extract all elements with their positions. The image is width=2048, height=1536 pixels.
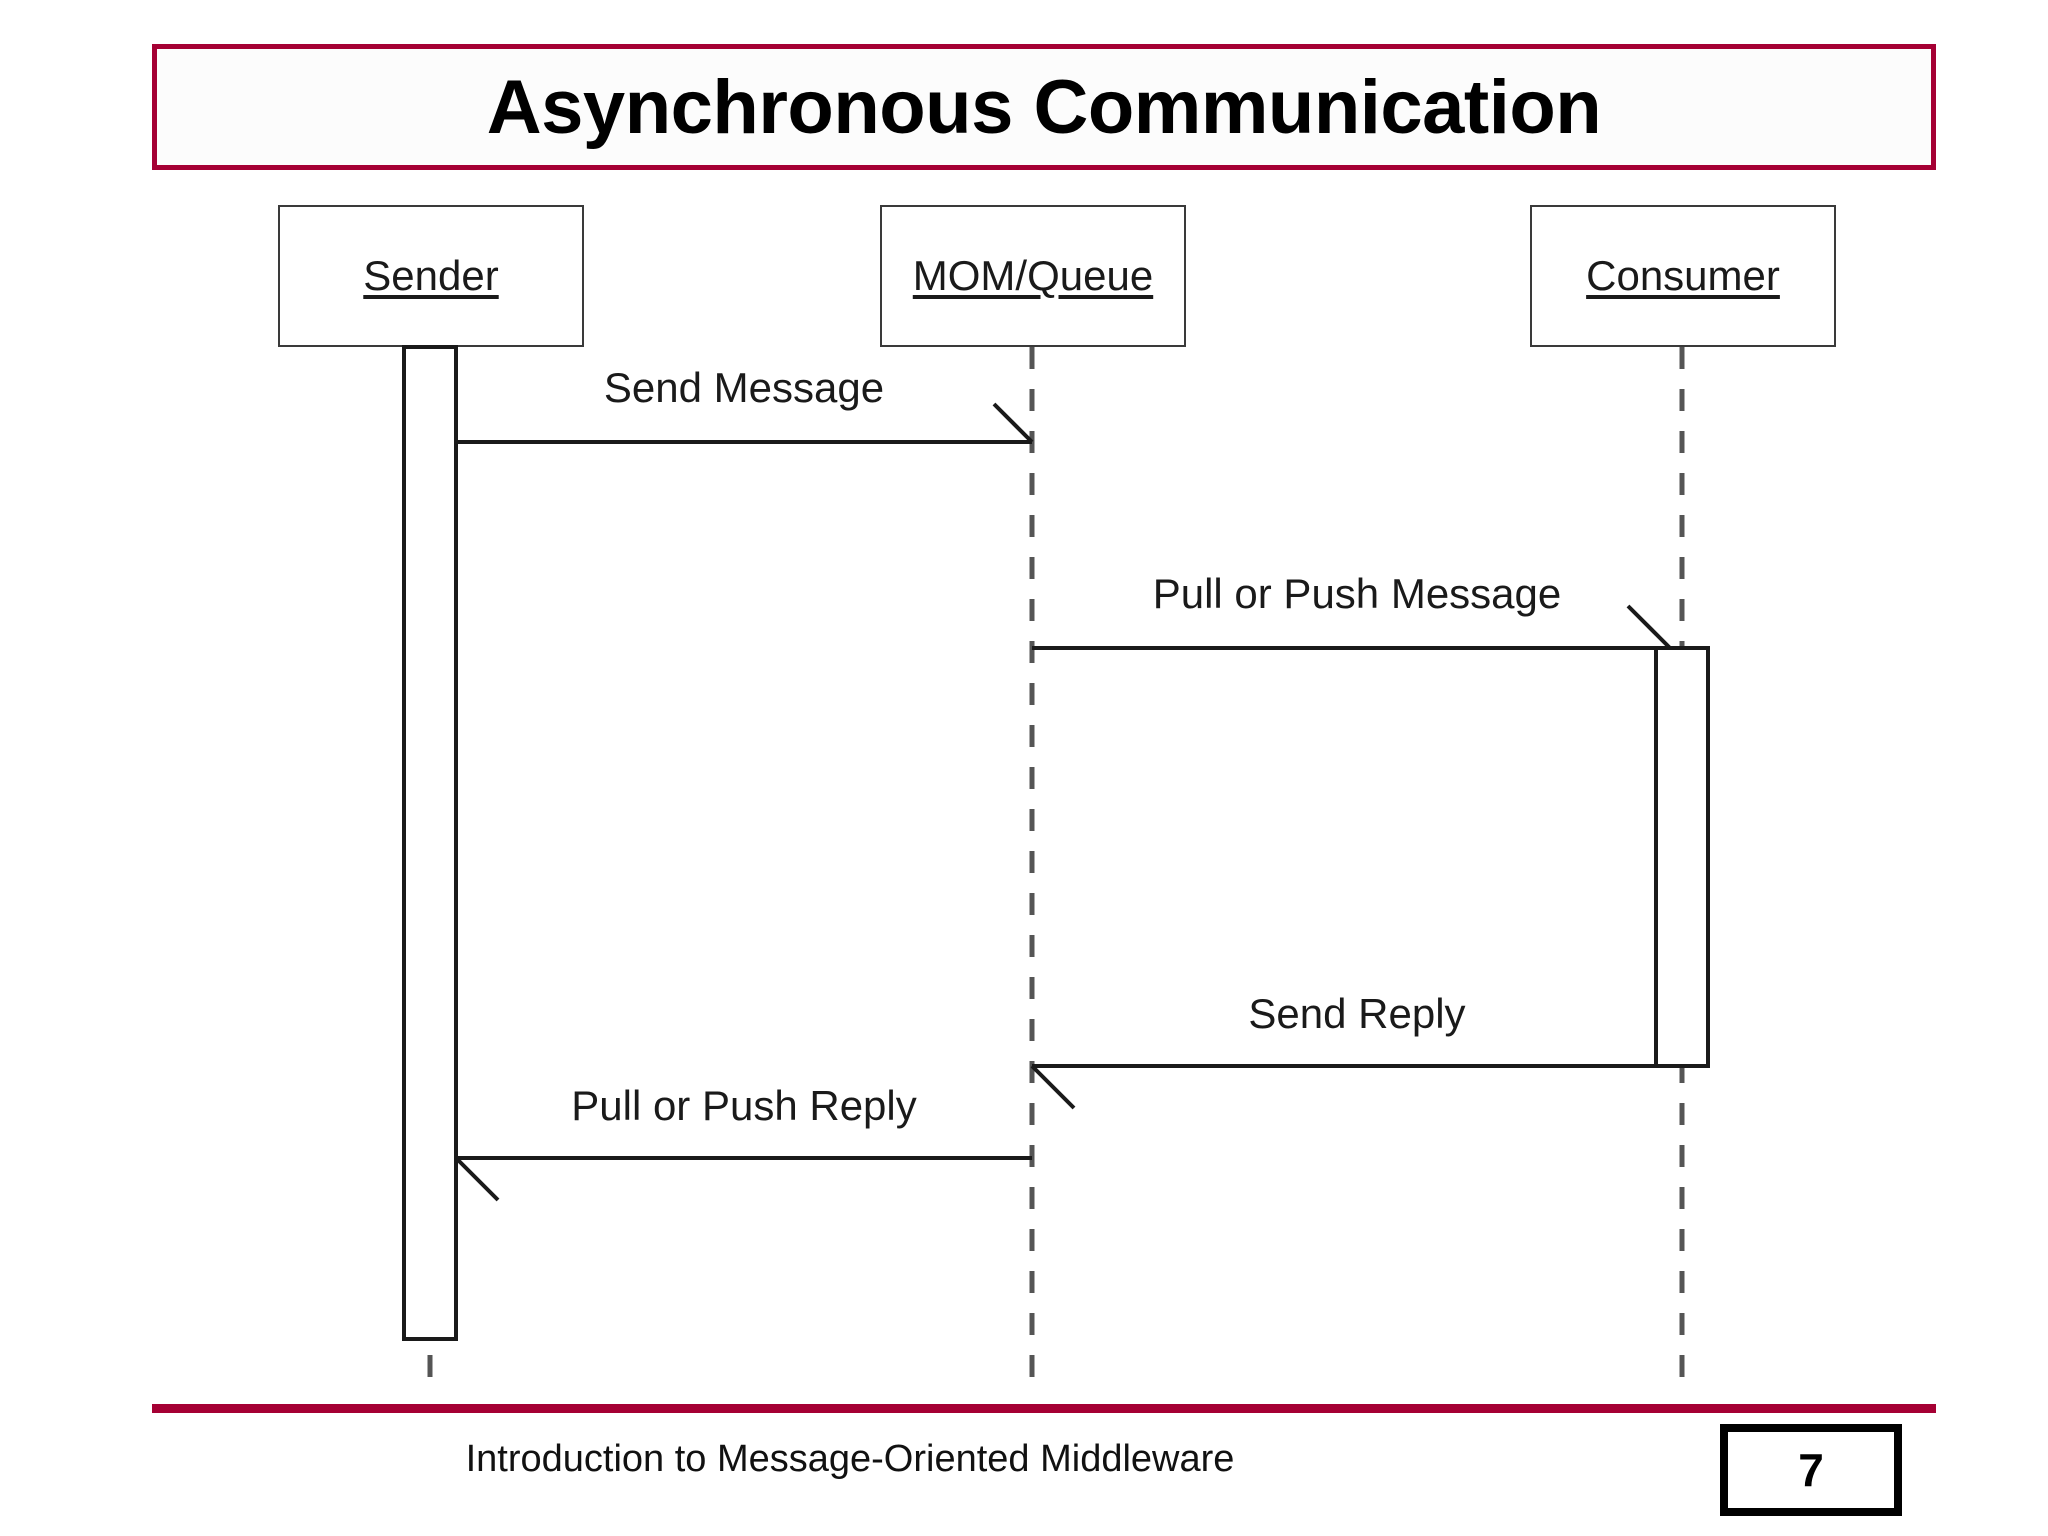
message-send-reply: [1030, 1064, 1682, 1110]
arrowhead-send-message: [992, 402, 1034, 444]
activation-bar-consumer: [1654, 646, 1710, 1068]
footer-caption: Introduction to Message-Oriented Middlew…: [465, 1438, 1235, 1480]
footer-divider: [152, 1404, 1936, 1413]
slide-title-banner: Asynchronous Communication: [152, 44, 1936, 170]
participant-label-consumer: Consumer: [1586, 252, 1780, 299]
message-label-pull-push-message: Pull or Push Message: [1153, 570, 1562, 617]
message-label-send-message: Send Message: [604, 364, 884, 411]
arrowhead-send-reply: [1030, 1064, 1076, 1110]
message-label-send-reply: Send Reply: [1248, 990, 1465, 1037]
participant-label-mom-queue: MOM/Queue: [912, 252, 1154, 299]
message-pull-push-reply: [454, 1156, 1032, 1202]
page-number: 7: [1798, 1444, 1824, 1496]
message-pull-push-message: [1032, 604, 1682, 650]
participant-label-sender: Sender: [363, 252, 499, 299]
message-send-message: [456, 402, 1034, 444]
participant-box-mom-queue: MOM/Queue: [880, 205, 1186, 347]
arrowhead-pull-push-message: [1626, 604, 1672, 650]
participant-box-consumer: Consumer: [1530, 205, 1836, 347]
page-number-box: 7: [1720, 1424, 1902, 1516]
page-title: Asynchronous Communication: [486, 64, 1602, 150]
activation-bar-sender: [402, 345, 458, 1341]
message-label-pull-push-reply: Pull or Push Reply: [571, 1082, 917, 1129]
arrowhead-pull-push-reply: [454, 1156, 500, 1202]
